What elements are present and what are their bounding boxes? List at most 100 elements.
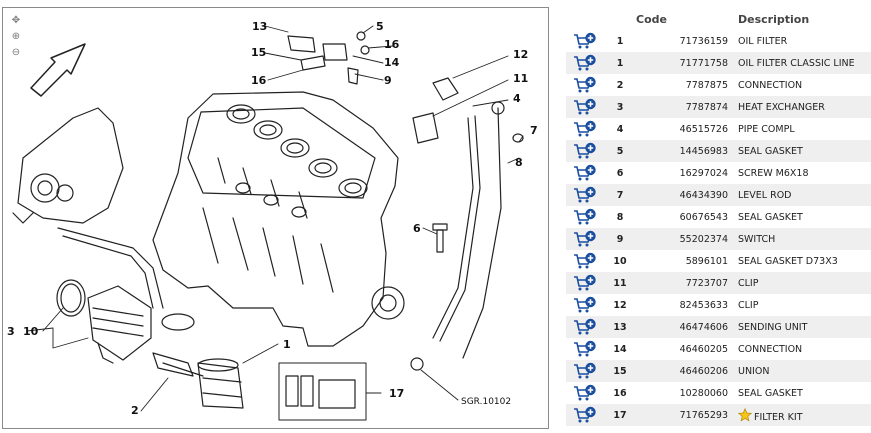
description-text: SEAL GASKET (738, 211, 803, 223)
add-to-cart-icon[interactable] (573, 32, 597, 50)
code-cell: 46460206 (636, 360, 734, 382)
cart-cell (566, 30, 604, 52)
ref-cell: 4 (616, 123, 624, 135)
ref-cell: 2 (616, 79, 624, 91)
description-text: CLIP (738, 299, 759, 311)
header-code: Code (636, 12, 667, 26)
add-to-cart-icon[interactable] (573, 142, 597, 160)
description-text: FILTER KIT (754, 411, 803, 423)
description-cell: CLIP (734, 294, 871, 316)
direction-arrow-icon (30, 43, 86, 97)
add-to-cart-icon[interactable] (573, 98, 597, 116)
ref-cell: 10 (613, 255, 627, 267)
cart-cell (566, 338, 604, 360)
callout-11: 11 (513, 72, 528, 85)
code-cell: 16297024 (679, 167, 728, 179)
cart-cell (566, 52, 604, 74)
add-to-cart-icon[interactable] (573, 340, 597, 358)
callout-15: 15 (251, 46, 266, 59)
callout-16b: 16 (251, 74, 267, 87)
ref-cell: 14 (613, 343, 627, 355)
ref-cell: 12 (613, 299, 627, 311)
cart-cell (566, 404, 604, 426)
code-cell: 46474606 (636, 316, 734, 338)
add-to-cart-icon[interactable] (573, 186, 597, 204)
code-cell: 71736159 (679, 35, 728, 47)
add-to-cart-icon[interactable] (573, 318, 597, 336)
description-cell: PIPE COMPL (734, 118, 871, 140)
ref-cell: 9 (604, 228, 636, 250)
description-text: OIL FILTER CLASSIC LINE (738, 57, 855, 69)
engine-block-drawing: 13 5 15 16 14 16 9 12 11 4 7 8 6 3 10 1 … (7, 20, 538, 421)
add-to-cart-icon[interactable] (573, 164, 597, 182)
callout-5: 5 (376, 20, 384, 33)
code-cell: 7723707 (636, 272, 734, 294)
callout-10: 10 (23, 325, 39, 338)
add-to-cart-icon[interactable] (573, 54, 597, 72)
callout-9: 9 (384, 74, 392, 87)
description-text: CLIP (738, 277, 759, 289)
header-cart (566, 8, 604, 30)
cart-cell (566, 360, 604, 382)
code-cell: 55202374 (636, 228, 734, 250)
table-row: 8 60676543 SEAL GASKET (566, 206, 871, 228)
callout-4: 4 (513, 92, 521, 105)
add-to-cart-icon[interactable] (573, 362, 597, 380)
add-to-cart-icon[interactable] (573, 406, 597, 424)
cart-cell (566, 206, 604, 228)
description-text: SEAL GASKET (738, 387, 803, 399)
callout-7: 7 (530, 124, 538, 137)
description-cell: SEAL GASKET D73X3 (734, 250, 871, 272)
exploded-parts-diagram[interactable]: 13 5 15 16 14 16 9 12 11 4 7 8 6 3 10 1 … (2, 7, 549, 429)
ref-cell: 1 (604, 52, 636, 74)
description-cell: SENDING UNIT (734, 316, 871, 338)
diagram-toolbar: ✥ ⊕ ⊖ (9, 14, 25, 62)
cart-cell (566, 294, 604, 316)
ref-cell: 7 (604, 184, 636, 206)
callout-2: 2 (131, 404, 139, 417)
add-to-cart-icon[interactable] (573, 208, 597, 226)
cart-cell (566, 162, 604, 184)
description-cell: UNION (734, 360, 871, 382)
ref-cell: 13 (604, 316, 636, 338)
description-cell: SWITCH (734, 228, 871, 250)
description-text: OIL FILTER (738, 35, 788, 47)
zoom-in-icon[interactable]: ⊕ (11, 31, 21, 42)
add-to-cart-icon[interactable] (573, 296, 597, 314)
header-description: Description (738, 12, 810, 26)
add-to-cart-icon[interactable] (573, 252, 597, 270)
add-to-cart-icon[interactable] (573, 384, 597, 402)
description-cell: SEAL GASKET (734, 206, 871, 228)
ref-cell: 8 (616, 211, 624, 223)
add-to-cart-icon[interactable] (573, 76, 597, 94)
description-text: UNION (738, 365, 770, 377)
code-cell: 60676543 (679, 211, 728, 223)
description-cell: OIL FILTER (734, 30, 871, 52)
add-to-cart-icon[interactable] (573, 120, 597, 138)
description-cell: SCREW M6X18 (734, 162, 871, 184)
code-cell: 71771758 (636, 52, 734, 74)
ref-cell: 17 (604, 404, 636, 426)
description-cell: CLIP (734, 272, 871, 294)
add-to-cart-icon[interactable] (573, 274, 597, 292)
description-cell: HEAT EXCHANGER (734, 96, 871, 118)
description-text: SEAL GASKET (738, 145, 803, 157)
star-icon (738, 407, 752, 422)
description-text: SENDING UNIT (738, 321, 808, 333)
ref-cell: 15 (604, 360, 636, 382)
code-cell: 7787875 (685, 79, 728, 91)
move-icon[interactable]: ✥ (11, 15, 21, 26)
zoom-out-icon[interactable]: ⊖ (11, 47, 21, 58)
add-to-cart-icon[interactable] (573, 230, 597, 248)
cart-cell (566, 316, 604, 338)
